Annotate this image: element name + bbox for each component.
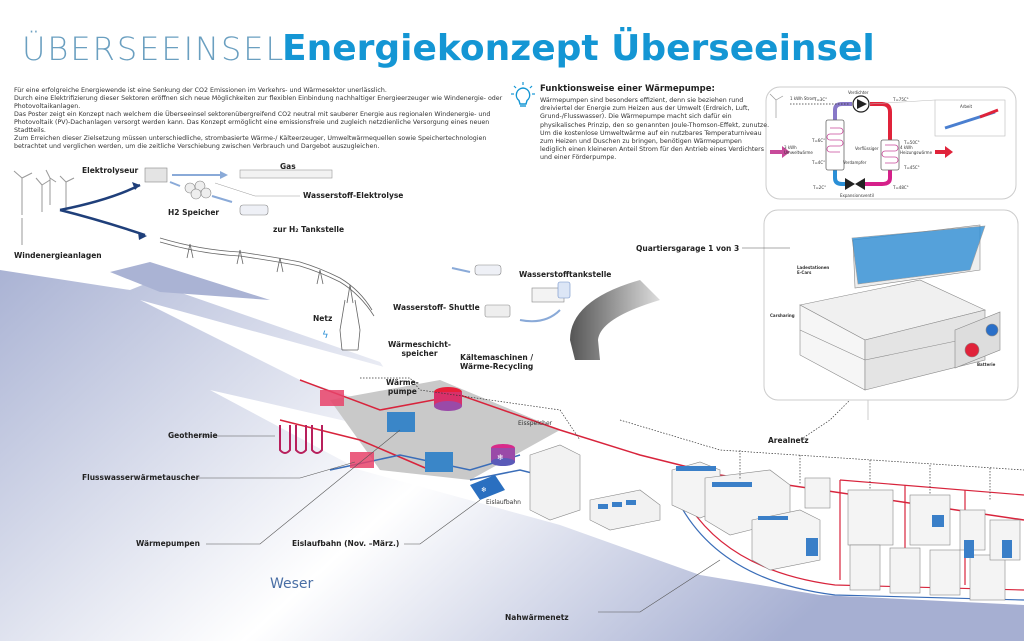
evaporator-icon [825, 119, 845, 171]
intro-paragraph: Das Poster zeigt ein Konzept nach welche… [14, 111, 491, 134]
weser-river [0, 270, 1024, 641]
wasserstoff-elektrolyse-label: Wasserstoff-Elektrolyse [303, 191, 404, 200]
ueberseeinsel-logo: ÜBERSEEINSEL [22, 30, 286, 68]
batterie-label: Batterie [977, 362, 996, 367]
gas-label: Gas [280, 162, 296, 171]
temp-label: T=4C° [812, 160, 826, 165]
expansion-valve-icon [845, 178, 855, 190]
svg-text:❄: ❄ [497, 453, 504, 462]
h2-delivery-truck [474, 264, 502, 276]
pv-panels-center [598, 500, 636, 509]
condenser-icon [880, 139, 900, 171]
ice-storage-tank [491, 448, 515, 462]
temp-label: T=48C° [893, 185, 909, 190]
svg-text:ϟ: ϟ [322, 330, 329, 341]
temp-label: T=75C° [893, 97, 909, 102]
strom-label: 1 kWh Strom [790, 96, 816, 101]
heat-pump-unit-2 [425, 452, 453, 472]
ladestationen-label: Ladestationen E-Cars [797, 265, 830, 275]
river-shadow-upper [110, 262, 270, 300]
input-arrow [770, 146, 790, 158]
zur-tankstelle-label: zur H₂ Tankstelle [273, 225, 345, 234]
waermeschichtspeicher-label: Wärmeschicht- speicher [388, 340, 451, 358]
temp-label: T=3C° [814, 97, 828, 102]
ice-rink [470, 475, 505, 500]
h2-storage-tanks [184, 180, 212, 200]
heat-pump-cycle [769, 93, 1006, 190]
heat-pump-unit-1 [387, 412, 415, 432]
expansionsventil-label: Expansionsventil [840, 193, 874, 198]
intro-text: Für eine erfolgreiche Energiewende ist e… [14, 87, 514, 151]
output-arrow [935, 146, 953, 158]
parking-garage [799, 224, 1001, 391]
netz-label: Netz [313, 314, 333, 323]
eislaufbahn-season-label: Eislaufbahn (Nov. –März.) [292, 539, 400, 548]
arealnetz-label: Arealnetz [768, 436, 809, 445]
wind-turbines [13, 169, 75, 245]
page-title: Energiekonzept Überseeinsel [282, 28, 875, 69]
heizungswaerme-label: 4 kWh Heizungswärme [900, 145, 933, 155]
flusswasserwaermetauscher-label: Flusswasserwärmetauscher [82, 473, 200, 482]
heat-exchanger-1 [320, 390, 344, 406]
umweltwaerme-label: 3 kWh Umweltwärme [784, 145, 813, 155]
lightbulb-icon [511, 82, 535, 107]
waermepumpe-label: Wärme- pumpe [386, 378, 419, 396]
svg-text:❄: ❄ [481, 486, 487, 494]
road [570, 280, 660, 360]
nahwaermenetz-label: Nahwärmenetz [505, 613, 569, 622]
pump-work-illustration [934, 99, 1006, 137]
heat-pump-info-title: Funktionsweise einer Wärmepumpe: [540, 84, 715, 94]
temp-label: T=6C° [812, 138, 826, 143]
temp-label: T=45C° [904, 165, 920, 170]
verdampfer-label: Verdampfer [843, 160, 867, 165]
arrow-to-elektrolyseur [59, 183, 141, 212]
eislaufbahn-label: Eislaufbahn [486, 499, 521, 506]
geothermal-loops [279, 425, 323, 454]
quartiersgarage-label: Quartiersgarage 1 von 3 [636, 244, 740, 253]
verdichter-label: Verdichter [848, 90, 869, 95]
temp-label: T=50C° [904, 140, 920, 145]
land-strip [140, 300, 425, 420]
h2-shuttle [484, 304, 511, 318]
waermepumpen-label: Wärmepumpen [136, 539, 200, 548]
kaeltemaschinen-label: Kältemaschinen / Wärme-Recycling [460, 353, 534, 371]
district-pv-panels [676, 466, 1012, 558]
weser-label: Weser [270, 576, 314, 592]
carsharing-label: Carsharing [770, 313, 795, 318]
heat-pump-info-text: Wärmepumpen sind besonders effizient, de… [540, 97, 770, 162]
h2-tank [557, 281, 571, 299]
geothermie-label: Geothermie [168, 431, 218, 440]
intro-paragraph: Zum Erreichen dieser Zielsetzung müssen … [14, 135, 487, 150]
intro-paragraph: Durch eine Elektrifizierung dieser Sekto… [14, 95, 503, 110]
garage-pv-roof [851, 225, 986, 285]
windenergieanlagen-label: Windenergieanlagen [14, 251, 102, 260]
wasserstoff-shuttle-label: Wasserstoff- Shuttle [393, 303, 480, 312]
power-line [159, 237, 375, 351]
h2-truck [239, 204, 269, 216]
intro-paragraph: Für eine erfolgreiche Energiewende ist e… [14, 87, 387, 94]
elektrolyseur-label: Elektrolyseur [82, 166, 139, 175]
leader-lines [195, 247, 790, 613]
elektrolyseur-unit [144, 167, 168, 183]
gas-pipeline [239, 169, 333, 179]
eisspeicher-label: Eisspeicher [518, 420, 553, 427]
arbeit-label: Arbeit [960, 104, 973, 109]
wasserstofftankstelle-label: Wasserstofftankstelle [519, 270, 612, 279]
temp-label: T=2C° [813, 185, 827, 190]
buildings-center [529, 444, 661, 531]
verfluessiger-label: Verflüssiger [855, 146, 879, 151]
h2-speicher-label: H2 Speicher [168, 208, 220, 217]
arrow-to-grid [59, 208, 146, 237]
